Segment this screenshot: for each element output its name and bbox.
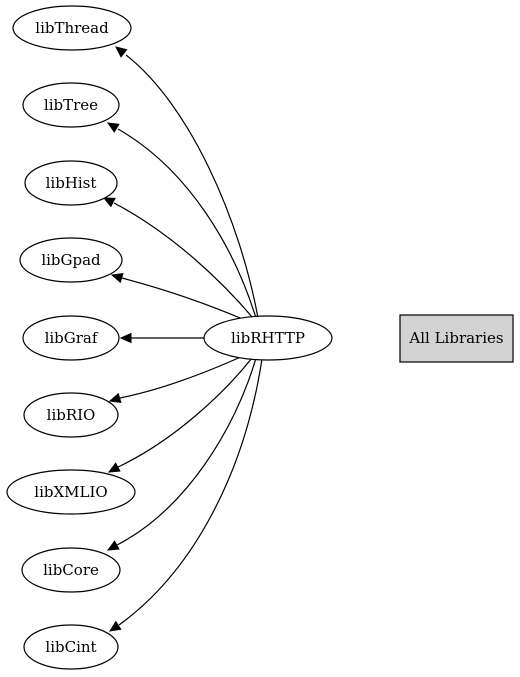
edge-line [117,357,253,468]
edge-libRHTTP-libHist [102,197,254,319]
edge-libRHTTP-libGpad [110,273,246,321]
node-label: libXMLIO [34,483,107,501]
node-libXMLIO[interactable]: libXMLIO [6,469,136,515]
edge-line [119,355,244,399]
edge-line [125,54,259,319]
arrowhead [102,197,116,208]
arrowhead [119,332,132,344]
arrowhead [106,540,120,551]
edge-libRHTTP-libTree [106,122,257,319]
all-libraries-label: All Libraries [408,329,503,347]
edge-line [113,202,254,319]
node-label: libGraf [45,329,99,347]
node-libRHTTP[interactable]: libRHTTP [203,315,333,361]
node-label: libTree [44,96,98,114]
edge-libRHTTP-libXMLIO [107,357,253,473]
node-label: libThread [35,19,109,37]
arrowhead [115,46,128,58]
arrowhead [107,462,121,473]
arrowhead [108,620,122,632]
edge-libRHTTP-libCore [106,357,257,551]
edges-layer [102,46,263,632]
arrowhead [106,122,120,133]
node-label: libCint [45,638,96,656]
edge-line [121,277,246,321]
all-libraries-box[interactable]: All Libraries [399,314,514,363]
edge-line [117,128,257,319]
node-label: libGpad [41,251,101,269]
node-libTree[interactable]: libTree [22,82,120,128]
edge-line [116,357,257,546]
edge-libRHTTP-libGraf [119,332,204,344]
node-label: libHist [46,174,97,192]
node-libThread[interactable]: libThread [12,5,132,51]
arrowhead [110,273,124,284]
node-libHist[interactable]: libHist [24,160,118,206]
node-libCore[interactable]: libCore [21,547,121,593]
node-label: libRHTTP [231,329,305,347]
edge-line [118,358,263,626]
arrowhead [108,392,122,403]
edge-libRHTTP-libThread [115,46,259,319]
edge-libRHTTP-libCint [108,358,263,632]
edge-libRHTTP-libRIO [108,355,244,403]
node-label: libRIO [47,406,96,424]
node-label: libCore [43,561,99,579]
node-libCint[interactable]: libCint [23,624,119,670]
node-libGraf[interactable]: libGraf [22,315,120,361]
node-libGpad[interactable]: libGpad [19,237,123,283]
node-libRIO[interactable]: libRIO [23,392,119,438]
